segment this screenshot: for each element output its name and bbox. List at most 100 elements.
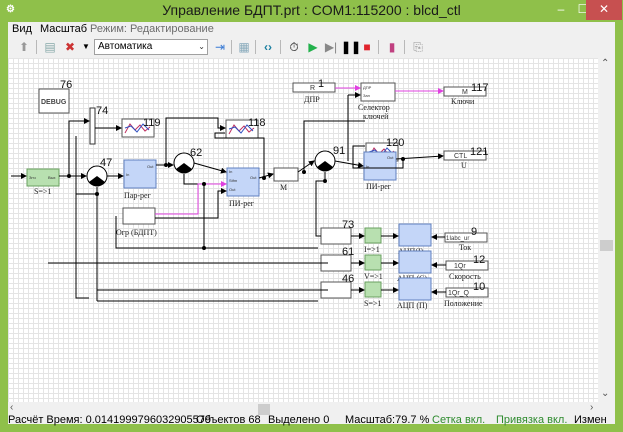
summer-num: 91 <box>333 145 345 157</box>
close-button[interactable]: ✕ <box>586 0 622 20</box>
block-value: 1Qr_Q <box>448 290 470 297</box>
play-icon[interactable]: ▶ <box>308 40 318 54</box>
menu-view[interactable]: Вид <box>12 23 32 35</box>
status-snap: Привязка вкл. <box>496 414 568 426</box>
vertical-scroll-thumb[interactable] <box>600 240 613 251</box>
summer-block-91[interactable]: 91 <box>314 145 345 172</box>
diagram-canvas[interactable]: DEBUG 76 74 119 <box>8 58 598 402</box>
block-label: Скорость <box>449 272 481 281</box>
summer-block-62[interactable]: 62 <box>173 147 202 174</box>
toolbar-separator <box>378 40 379 54</box>
scope-block-118[interactable]: 118 <box>225 117 266 139</box>
output-block-keys[interactable]: M 117 Ключи <box>443 82 489 106</box>
mux-block-74[interactable]: 74 <box>89 105 108 145</box>
stop-icon[interactable]: ■ <box>363 40 371 54</box>
input-block-pos[interactable]: 1Qr_Q 10 Положение <box>444 281 489 308</box>
layers-icon[interactable]: ▦ <box>238 40 250 54</box>
converter-block-73[interactable]: 73 <box>320 219 354 245</box>
limiter-block-ogr[interactable]: Огр (БДПТ) <box>116 207 157 237</box>
export-icon[interactable]: ⎘ <box>413 40 423 54</box>
title-bar: ⚙ Управление БДПТ.prt : COM1:115200 : bl… <box>0 0 623 22</box>
block-label: ПИ-рег <box>229 199 255 208</box>
dropdown-icon[interactable]: ▼ <box>82 42 90 51</box>
client-area: Вид Масштаб Режим: Редактирование ⬆ ▤ ✖ … <box>8 22 615 424</box>
toolbar-separator <box>255 40 256 54</box>
scroll-down-icon[interactable]: ⌄ <box>601 388 610 399</box>
summer-num: 62 <box>190 147 202 159</box>
regulator-block-pi-2[interactable]: In Out ПИ-рег <box>363 151 397 191</box>
block-num: 121 <box>470 146 488 158</box>
wires <box>11 92 446 302</box>
vertical-scrollbar[interactable]: ⌃ ⌄ <box>598 58 615 402</box>
menu-scale[interactable]: Масштаб <box>40 23 88 35</box>
scroll-left-icon[interactable]: ‹ <box>10 402 14 413</box>
scope-num: 120 <box>386 137 404 149</box>
code-icon[interactable]: ‹› <box>264 40 272 54</box>
summer-block-47[interactable]: 47 <box>86 157 112 187</box>
up-arrow-icon[interactable]: ⬆ <box>18 40 30 54</box>
scale-block-i1[interactable]: I=>1 <box>364 227 382 254</box>
stopwatch-icon[interactable]: ⏱ <box>289 40 299 54</box>
block-num: 10 <box>473 281 485 293</box>
toolbar-separator <box>231 40 232 54</box>
block-label: S=>1 <box>34 187 51 196</box>
mode-select[interactable]: Автоматика ⌄ <box>94 39 208 55</box>
scope-num: 119 <box>143 117 161 129</box>
scale-block-s1[interactable]: Знч Вых S=>1 <box>26 168 60 196</box>
converter-block-61[interactable]: 61 <box>320 246 354 272</box>
scale-block-v1[interactable]: V=>1 <box>364 254 383 281</box>
status-zoom: Масштаб:79.7 % <box>345 414 430 426</box>
menu-bar: Вид Масштаб Режим: Редактирование <box>8 22 615 37</box>
minimize-button[interactable]: – <box>557 2 565 16</box>
tools-icon[interactable]: ✖ <box>64 40 76 54</box>
block-label: I=>1 <box>364 245 380 254</box>
block-label: ПИ-рег <box>366 182 392 191</box>
block-num: 46 <box>342 273 354 285</box>
debug-block[interactable]: DEBUG 76 <box>38 79 72 114</box>
summer-num: 47 <box>100 157 112 169</box>
adc-block-p[interactable]: АЦП (П) <box>397 277 432 310</box>
port-label: ДПР <box>363 85 372 90</box>
document-icon[interactable]: ▤ <box>44 40 56 54</box>
status-objects: Объектов 68 <box>196 414 261 426</box>
block-num: 117 <box>471 82 489 94</box>
pause-icon[interactable]: ❚❚ <box>341 40 362 54</box>
toolbar: ⬆ ▤ ✖ ▼ Автоматика ⌄ ⇥ ▦ ‹› ⏱ ▶ ▶| ❚❚ ■ … <box>8 37 615 57</box>
block-num: 12 <box>473 254 485 266</box>
port-label: Знч <box>29 175 36 180</box>
input-block-tok[interactable]: 1Iabc_ur 9 Ток <box>444 226 488 252</box>
converter-block-46[interactable]: 46 <box>320 273 354 299</box>
status-changed: Измен <box>574 414 607 426</box>
horizontal-scroll-thumb[interactable] <box>258 404 270 415</box>
maximize-button[interactable]: ☐ <box>577 2 589 16</box>
step-in-icon[interactable]: ⇥ <box>214 40 226 54</box>
regulator-block-par[interactable]: In Out Пар-рег <box>123 159 157 200</box>
block-num: 9 <box>471 226 477 238</box>
block-num: 73 <box>342 219 354 231</box>
port-label: Вых <box>48 175 56 180</box>
port-label: Out <box>147 164 154 169</box>
block-label: АЦП (П) <box>397 301 428 310</box>
input-block-speed[interactable]: 1Qr 12 Скорость <box>445 254 489 281</box>
junction-dots <box>67 157 405 250</box>
scroll-right-icon[interactable]: › <box>590 402 594 413</box>
output-block-ctl[interactable]: CTL 121 U <box>443 146 488 170</box>
block-value: R <box>310 85 315 92</box>
chevron-down-icon: ⌄ <box>198 42 205 51</box>
horizontal-scrollbar[interactable]: ‹ › <box>8 402 598 417</box>
debug-label: DEBUG <box>41 99 67 106</box>
scope-block-119[interactable]: 119 <box>121 117 161 138</box>
input-block-dpr[interactable]: R 1 ДПР <box>292 78 336 104</box>
regulator-block-pi-1[interactable]: In Stfm Out Out ПИ-рег <box>226 167 260 208</box>
selector-block[interactable]: ДПР Зап Селектор ключей <box>358 82 396 121</box>
block-label: Огр (БДПТ) <box>116 228 157 237</box>
scroll-up-icon[interactable]: ⌃ <box>601 58 610 69</box>
scale-block-s1b[interactable]: S=>1 <box>364 281 382 308</box>
step-icon[interactable]: ▶| <box>324 40 338 54</box>
block-label: U <box>461 161 467 170</box>
mode-label: Режим: Редактирование <box>90 23 214 35</box>
multiplexer-block-m[interactable]: M <box>273 167 299 192</box>
block-label: ДПР <box>304 95 320 104</box>
chart-icon[interactable]: ▮ <box>388 40 396 54</box>
port-label: Out <box>250 175 257 180</box>
